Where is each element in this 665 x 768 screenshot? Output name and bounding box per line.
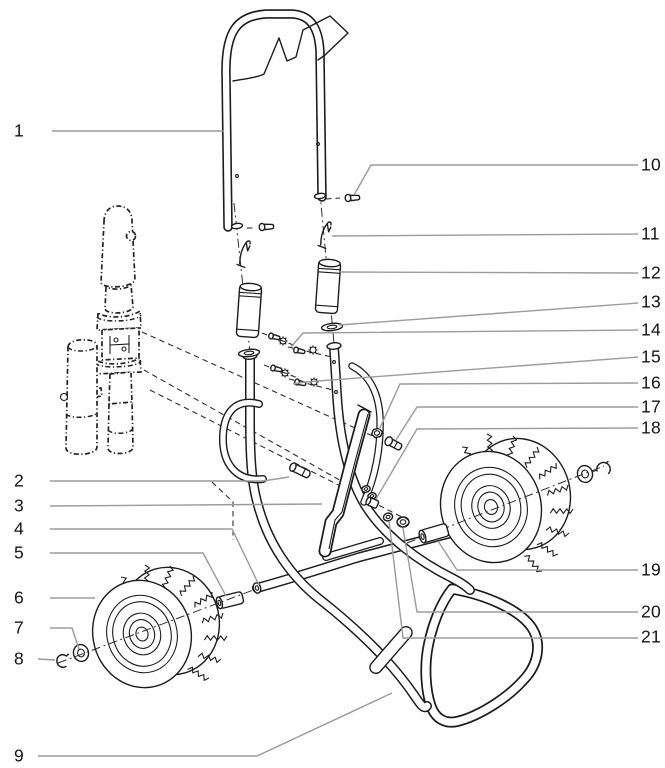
fastener-cluster (361, 427, 450, 544)
bushing-18 (365, 496, 380, 509)
leader-lines (37, 130, 639, 757)
callout-label-7: 7 (14, 617, 25, 638)
leader-line-18 (375, 427, 639, 500)
washer-21 (382, 512, 394, 522)
left-wheel (91, 564, 228, 689)
mounting-bracket-plate (325, 404, 372, 551)
small-washers (361, 485, 377, 500)
foot-tube-slot (369, 625, 413, 675)
handle-assembly (226, 14, 361, 358)
callout-label-15: 15 (641, 346, 662, 367)
callout-label-5: 5 (14, 542, 25, 563)
callout-label-11: 11 (641, 223, 660, 244)
handle-grip-right (314, 258, 342, 315)
spring-clip-left (236, 239, 252, 269)
callout-label-6: 6 (14, 587, 25, 608)
callout-label-19: 19 (641, 559, 662, 580)
callout-label-3: 3 (14, 495, 25, 516)
leader-line-4 (50, 528, 260, 586)
callout-label-17: 17 (641, 396, 662, 417)
leader-line-21 (388, 520, 638, 639)
handle-screw-right (344, 192, 361, 203)
callout-label-14: 14 (641, 319, 662, 340)
leader-line-14 (290, 329, 639, 348)
right-retaining-ring (596, 460, 611, 475)
callout-label-10: 10 (641, 154, 662, 175)
leader-line-5 (50, 552, 227, 597)
wheel-spacer-19 (418, 523, 450, 544)
callout-label-20: 20 (641, 601, 662, 622)
leader-line-7 (50, 627, 80, 650)
callout-label-16: 16 (641, 372, 662, 393)
left-retaining-ring (56, 653, 69, 668)
leader-line-19 (437, 540, 638, 571)
callout-label-12: 12 (641, 262, 662, 283)
leader-line-12 (339, 271, 639, 274)
mounting-screw-sets (267, 332, 320, 388)
leader-line-9 (38, 692, 393, 757)
leader-line-15 (292, 356, 639, 385)
callout-label-8: 8 (14, 648, 25, 669)
leader-line-17 (395, 406, 638, 441)
cord-hook-wire (232, 15, 349, 82)
callout-label-13: 13 (641, 291, 662, 312)
leader-line-20 (402, 527, 638, 613)
washer-left (237, 348, 261, 358)
callout-label-2: 2 (14, 470, 25, 491)
leader-line-16 (378, 382, 639, 431)
right-wheel (439, 433, 574, 575)
clevis-pin (289, 462, 311, 479)
handle-grip-left (235, 282, 263, 339)
nut-16 (370, 427, 384, 439)
left-washer-and-retaining-ring (56, 643, 90, 668)
lock-nut-20 (396, 516, 410, 528)
leader-line-8 (37, 658, 56, 661)
callout-label-4: 4 (14, 518, 25, 539)
leader-line-2 (50, 476, 290, 482)
leader-line-13 (338, 302, 639, 326)
bolt-17 (384, 436, 403, 451)
washer-right (320, 322, 344, 332)
left-axle-spacer (215, 591, 245, 610)
leader-line-10 (353, 164, 638, 196)
leader-line-11 (331, 233, 639, 237)
callout-label-18: 18 (641, 417, 662, 438)
right-washer-and-retaining-ring (576, 460, 611, 484)
axle-tube (252, 532, 455, 594)
leader-line-3 (49, 503, 323, 507)
callout-label-9: 9 (14, 745, 25, 766)
callout-label-1: 1 (14, 120, 25, 141)
pump-assembly-phantom (59, 205, 142, 456)
callout-label-21: 21 (641, 626, 662, 647)
handle-screw-left (258, 221, 275, 232)
